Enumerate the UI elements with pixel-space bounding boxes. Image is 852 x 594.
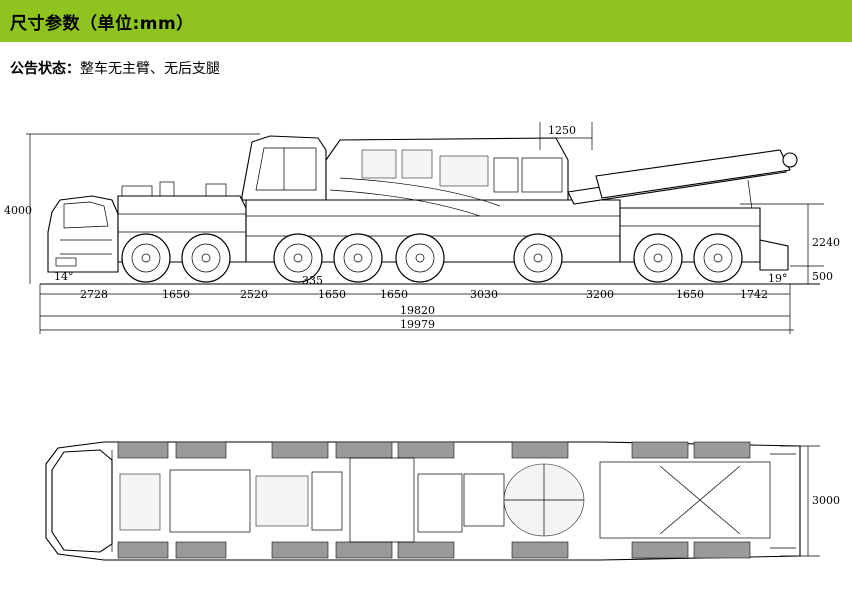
dim-total-height: 4000 (4, 133, 260, 284)
axle-spacing-3: 2520 (240, 288, 268, 301)
small-gap-label: 335 (302, 274, 323, 287)
wheels-side (121, 233, 743, 283)
notice-label: 公告状态： (10, 61, 80, 77)
driver-cab (47, 195, 119, 273)
dim-rear-height-label: 2240 (812, 236, 840, 249)
notice-value: 整车无主臂、无后支腿 (80, 61, 220, 77)
top-engine-grille (255, 475, 309, 527)
departure-angle-label: 19° (768, 272, 788, 285)
dim-total-height-label: 4000 (4, 204, 32, 217)
notice-line: 公告状态：整车无主臂、无后支腿 (10, 58, 220, 78)
length-total-label: 19979 (400, 318, 435, 331)
axle-spacing-2: 1650 (162, 288, 190, 301)
axle-spacing-5: 1650 (380, 288, 408, 301)
top-view: 3000 (45, 441, 840, 561)
dim-axle-spacings: 2728 1650 2520 1650 1650 3030 3200 1650 … (39, 284, 791, 334)
side-view: 4000 1250 2240 500 14° 19° 335 2728 1650 (4, 122, 840, 334)
page-title: 尺寸参数（单位:mm） (10, 13, 194, 34)
rear-bumper (759, 239, 789, 271)
dim-top-offset-label: 1250 (548, 124, 576, 137)
dim-width: 3000 (780, 445, 840, 557)
axle-spacing-9: 1742 (740, 288, 768, 301)
tires-top (117, 441, 751, 459)
top-cab (51, 449, 113, 553)
axle-spacing-1: 2728 (80, 288, 108, 301)
boom-cylinder (567, 149, 798, 211)
title-bar: 尺寸参数（单位:mm） (0, 0, 852, 42)
width-label: 3000 (812, 494, 840, 507)
top-grille-front (119, 473, 161, 531)
engine-grille-3 (439, 155, 489, 187)
dim-lengths: 19820 19979 (40, 304, 794, 331)
approach-angle-label: 14° (54, 270, 74, 283)
length-inner-label: 19820 (400, 304, 435, 317)
engine-grille-1 (361, 149, 397, 179)
dim-rear-heights: 2240 500 (740, 203, 840, 284)
dim-rear-low-label: 500 (812, 270, 833, 283)
cab-window (63, 201, 109, 229)
axle-spacing-8: 1650 (676, 288, 704, 301)
axle-spacing-6: 3030 (470, 288, 498, 301)
dim-top-offset: 1250 (539, 122, 593, 150)
engine-grille-2 (401, 149, 433, 179)
axle-spacing-4: 1650 (318, 288, 346, 301)
tires-bottom (117, 541, 751, 559)
operator-window (255, 147, 317, 191)
axle-spacing-7: 3200 (586, 288, 614, 301)
